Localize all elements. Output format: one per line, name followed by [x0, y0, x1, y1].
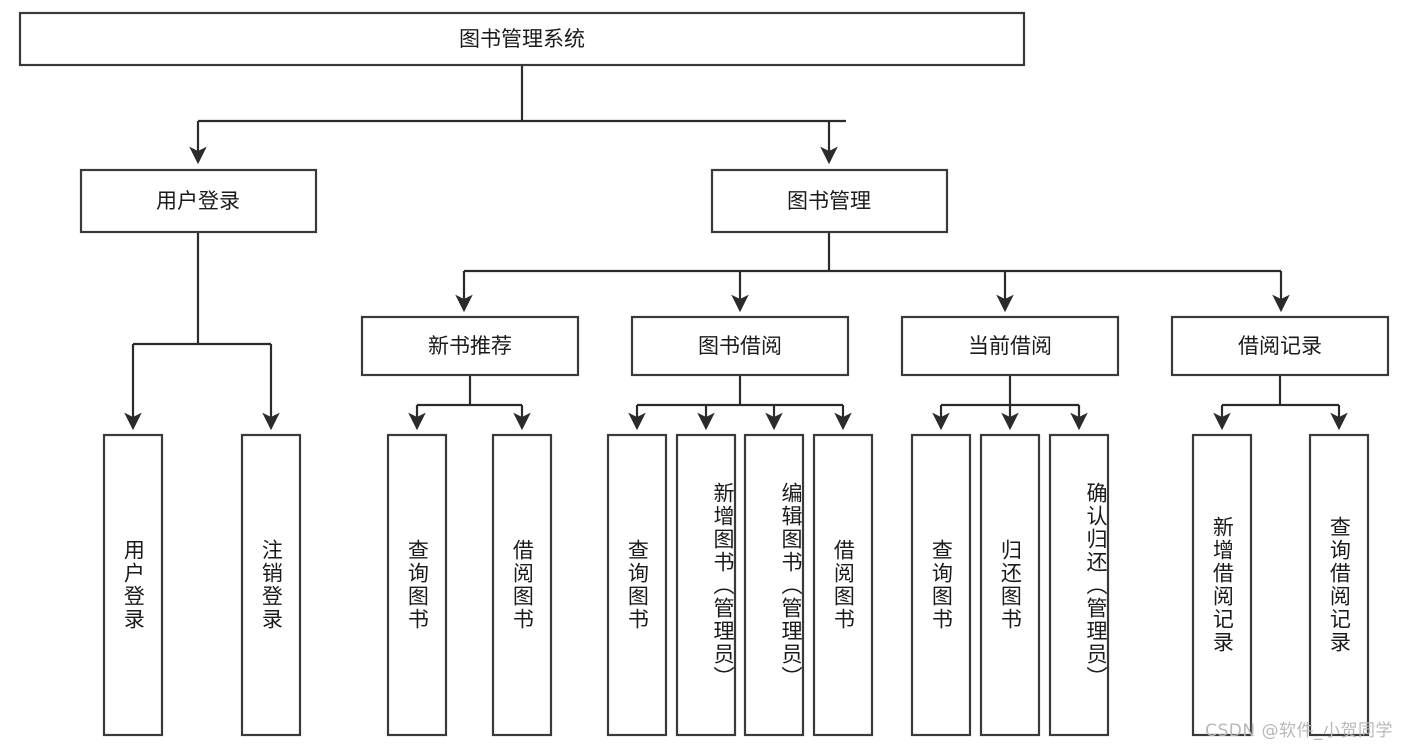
node-box-root: [18, 11, 1026, 67]
node-user-login[interactable]: 用户登录: [79, 168, 318, 234]
node-box-user-login: [79, 168, 318, 234]
leaf-node-query-book-3[interactable]: [910, 433, 972, 737]
node-new-book-recommend[interactable]: 新书推荐: [360, 315, 580, 377]
leaf-node-logout[interactable]: [240, 433, 302, 737]
leaf-box-query-book-2: [606, 433, 668, 737]
leaf-box-user-login: [102, 433, 164, 737]
leaf-node-user-login[interactable]: [102, 433, 164, 737]
leaf-box-borrow-book-2: [812, 433, 874, 737]
leaf-node-return-book[interactable]: [979, 433, 1041, 737]
leaf-node-add-book[interactable]: [675, 433, 737, 737]
leaf-box-return-book: [979, 433, 1041, 737]
node-box-new-book-recommend: [360, 315, 580, 377]
leaf-node-query-record[interactable]: [1308, 433, 1370, 737]
node-box-book-management: [710, 168, 949, 234]
leaf-box-query-book-1: [386, 433, 448, 737]
leaf-box-query-record: [1308, 433, 1370, 737]
edge-group-borrow-record: [1213, 375, 1348, 431]
node-label-user-login: 用户登录: [156, 189, 240, 213]
leaf-node-confirm-return[interactable]: [1048, 433, 1110, 737]
leaf-node-borrow-book-1[interactable]: [491, 433, 553, 737]
node-label-root: 图书管理系统: [459, 27, 585, 51]
edge-group-user-login: [124, 232, 280, 431]
node-label-book-borrow: 图书借阅: [698, 334, 782, 358]
leaf-box-borrow-book-1: [491, 433, 553, 737]
edge-group-root: [189, 65, 846, 165]
leaf-box-query-book-3: [910, 433, 972, 737]
node-label-book-management: 图书管理: [787, 189, 871, 213]
leaf-box-edit-book: [743, 433, 805, 737]
leaf-box-add-book: [675, 433, 737, 737]
node-label-borrow-record: 借阅记录: [1238, 334, 1322, 358]
node-label-current-borrow: 当前借阅: [968, 334, 1052, 358]
node-current-borrow[interactable]: 当前借阅: [900, 315, 1120, 377]
node-box-current-borrow: [900, 315, 1120, 377]
edge-group-current-borrow: [932, 375, 1088, 431]
node-book-management-system[interactable]: 图书管理系统: [18, 11, 1026, 67]
leaf-box-add-record: [1191, 433, 1253, 737]
edge-group-book-borrow: [628, 375, 852, 431]
leaf-box-logout: [240, 433, 302, 737]
node-box-book-borrow: [630, 315, 850, 377]
leaf-node-query-book-2[interactable]: [606, 433, 668, 737]
leaf-node-edit-book[interactable]: [743, 433, 805, 737]
node-label-new-book-recommend: 新书推荐: [428, 334, 512, 358]
node-box-borrow-record: [1170, 315, 1390, 377]
leaf-box-confirm-return: [1048, 433, 1110, 737]
leaf-node-add-record[interactable]: [1191, 433, 1253, 737]
node-borrow-record[interactable]: 借阅记录: [1170, 315, 1390, 377]
node-book-management[interactable]: 图书管理: [710, 168, 949, 234]
leaf-node-query-book-1[interactable]: [386, 433, 448, 737]
node-book-borrow[interactable]: 图书借阅: [630, 315, 850, 377]
edge-group-new-book-rec: [408, 375, 531, 431]
leaf-node-borrow-book-2[interactable]: [812, 433, 874, 737]
edge-group-book-mgmt: [455, 232, 1290, 313]
csdn-watermark: CSDN @软件_小贺同学: [1205, 721, 1393, 741]
